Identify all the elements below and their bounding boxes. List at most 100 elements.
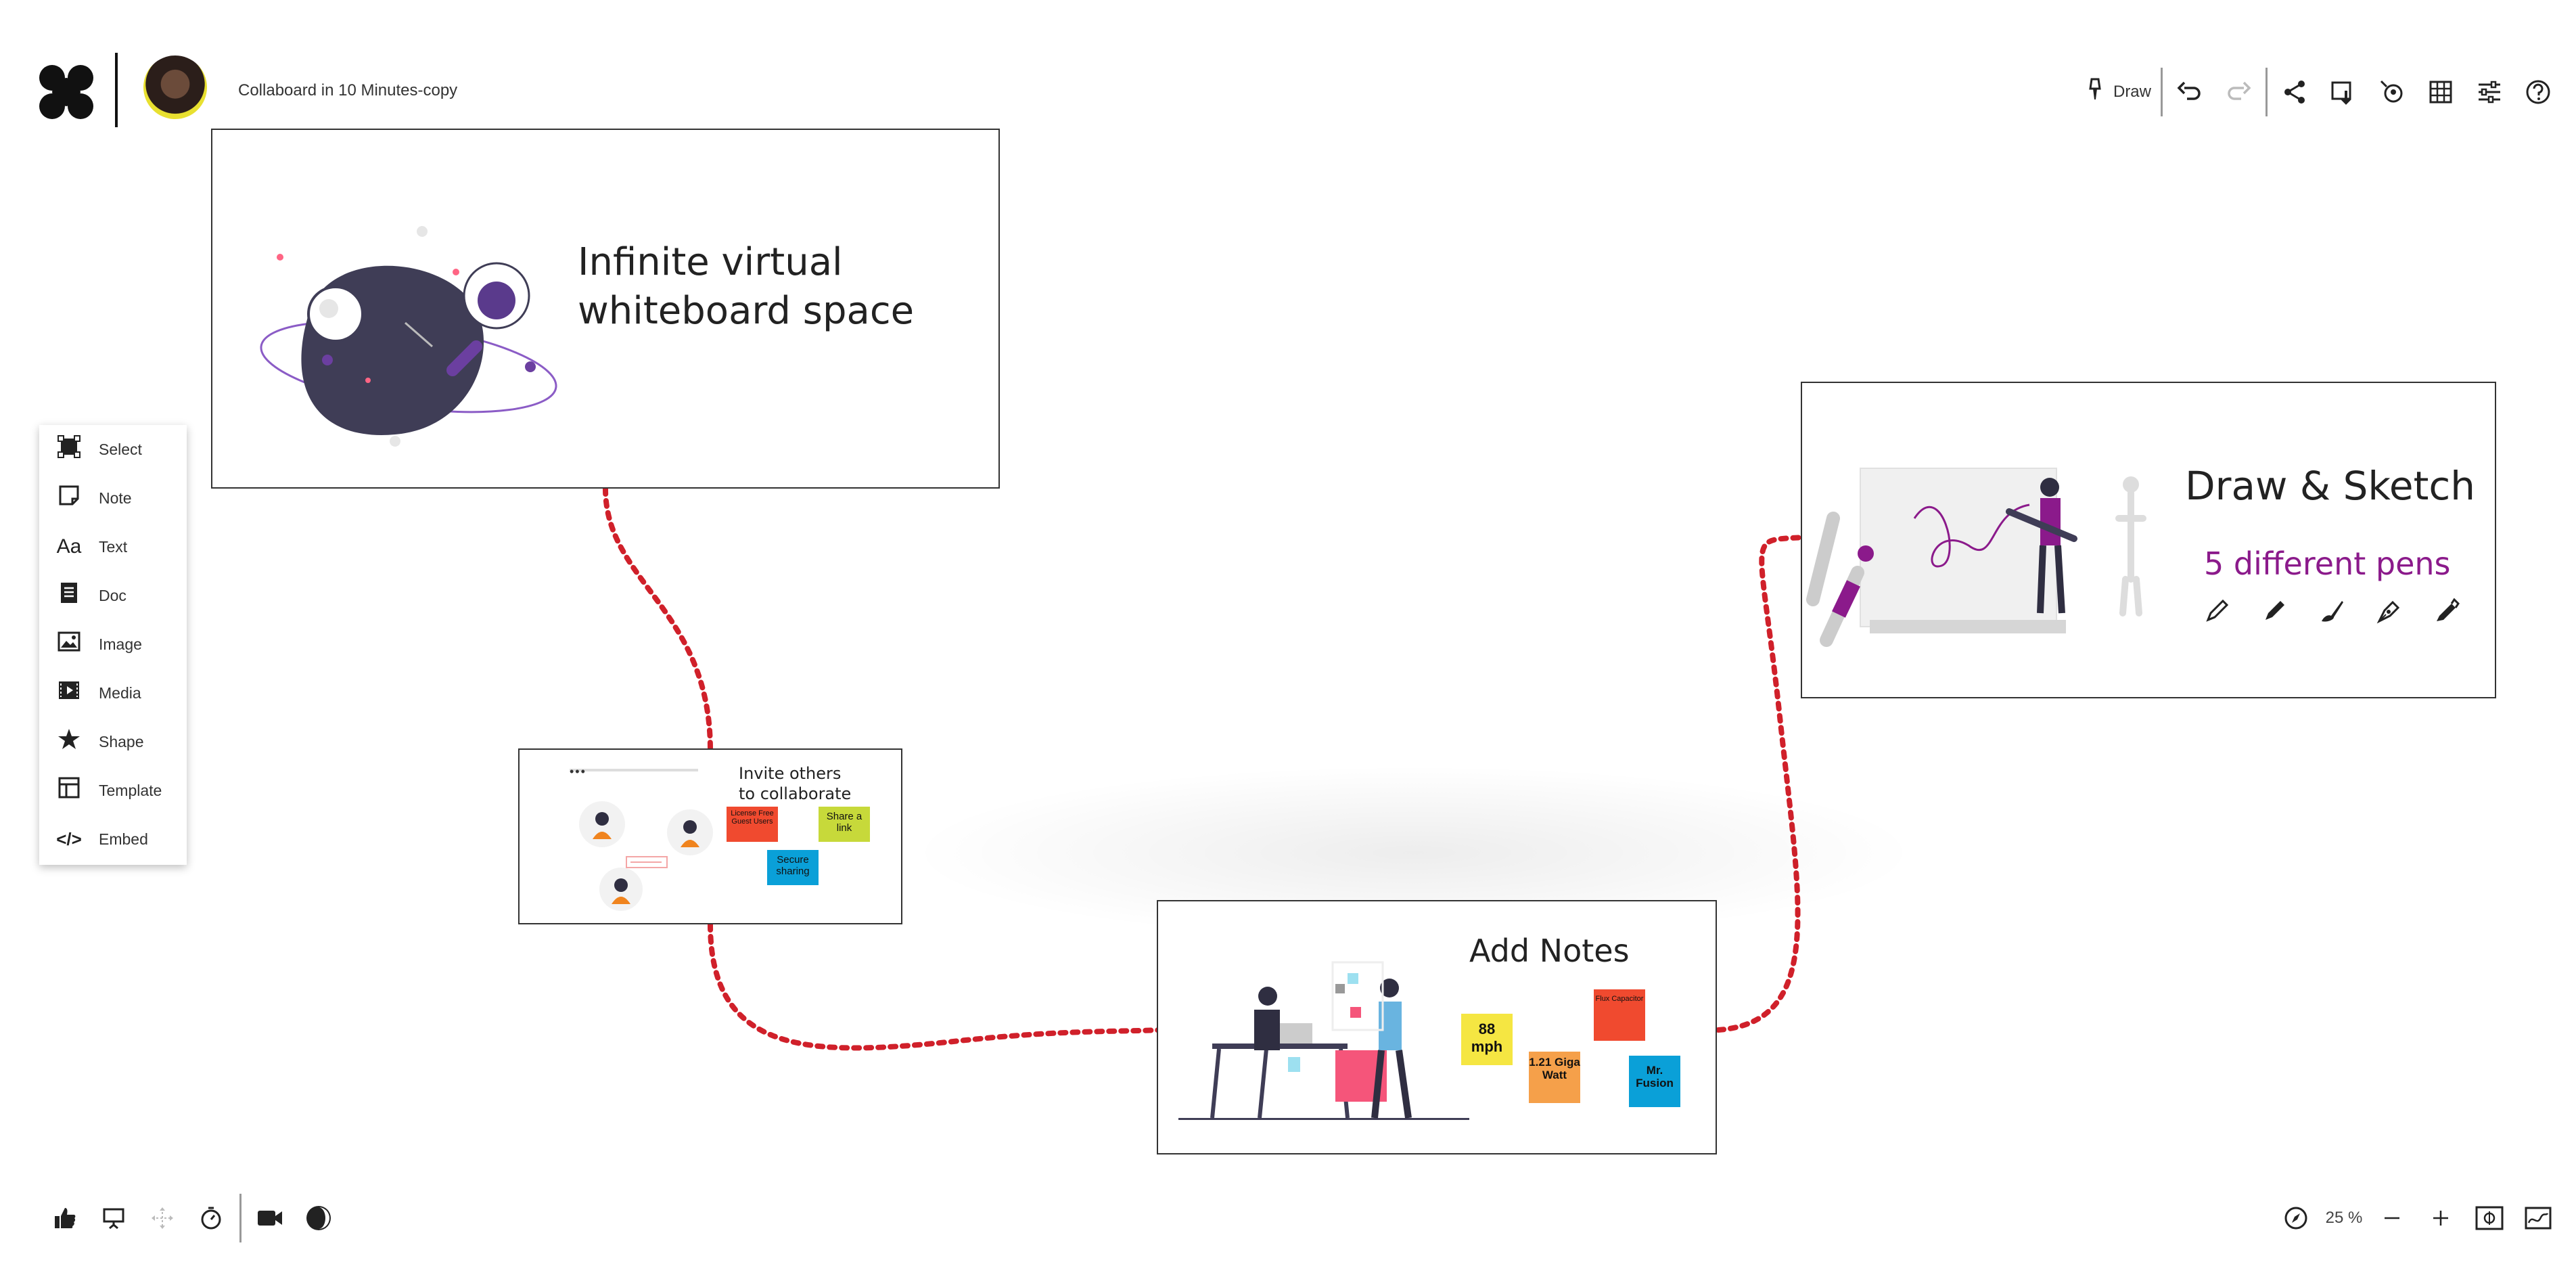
tool-label: Media [99, 683, 141, 702]
card-title: Invite others to collaborate [739, 763, 851, 804]
image-icon [39, 631, 99, 657]
tool-text[interactable]: Aa Text [39, 522, 187, 571]
card-infinite-space[interactable]: Infinite virtual whiteboard space [211, 129, 1000, 489]
undo-icon [2177, 81, 2201, 100]
tool-label: Image [99, 635, 142, 653]
timer-button[interactable] [187, 1196, 235, 1240]
tool-label: Text [99, 537, 128, 556]
tool-doc[interactable]: Doc [39, 571, 187, 620]
tool-label: Template [99, 781, 162, 799]
sticky-note-secure[interactable]: Secure sharing [767, 850, 819, 885]
template-icon [39, 777, 99, 804]
card-subtitle: 5 different pens [2204, 545, 2451, 582]
draw-label: Draw [2113, 83, 2151, 101]
tool-media[interactable]: Media [39, 669, 187, 717]
sticky-note-giga[interactable]: 1.21 Giga Watt [1529, 1052, 1580, 1103]
fountain-pen-icon [2376, 600, 2400, 624]
record-button[interactable] [2368, 70, 2416, 114]
share-icon [2284, 81, 2305, 104]
tool-shape[interactable]: Shape [39, 717, 187, 766]
sticky-note-share[interactable]: Share a link [819, 807, 870, 842]
pencil-icon [2206, 599, 2229, 622]
doc-icon [39, 581, 99, 610]
zoom-out-button[interactable] [2368, 1196, 2416, 1240]
share-button[interactable] [2270, 70, 2319, 114]
media-icon [39, 680, 99, 706]
fit-screen-button[interactable] [2465, 1196, 2514, 1240]
help-icon [2526, 80, 2550, 104]
sketch-illustration [1806, 468, 2146, 647]
card-title: Infinite virtual whiteboard space [578, 238, 914, 336]
card-invite[interactable]: ••• Invite others to collaborate License… [518, 748, 902, 924]
plus-icon [2433, 1211, 2448, 1226]
office-illustration [1178, 961, 1469, 1120]
title-line-1: Infinite virtual [578, 240, 843, 284]
record-icon [2380, 80, 2403, 103]
board-title[interactable]: Collaboard in 10 Minutes-copy [238, 81, 458, 99]
tool-select[interactable]: Select [39, 425, 187, 474]
map-icon [2525, 1207, 2552, 1230]
marker-icon [2266, 601, 2284, 620]
navigator-button[interactable] [2272, 1196, 2320, 1240]
bottom-right-toolbar: 25 % [2272, 1196, 2562, 1240]
move-button[interactable] [138, 1196, 187, 1240]
zoom-in-button[interactable] [2416, 1196, 2465, 1240]
vote-button[interactable] [41, 1196, 89, 1240]
tool-palette: Select Note Aa Text Doc Image Media Shap… [39, 425, 187, 865]
help-button[interactable] [2514, 70, 2562, 114]
presentation-button[interactable] [89, 1196, 138, 1240]
minus-icon [2385, 1217, 2399, 1219]
timer-icon [201, 1207, 221, 1230]
tool-label: Doc [99, 586, 127, 604]
collaborators-illustration [579, 801, 713, 911]
compass-icon [2284, 1207, 2307, 1230]
note-icon [39, 485, 99, 512]
avatar[interactable] [143, 55, 207, 119]
browser-bar [570, 769, 698, 771]
title-line-2: whiteboard space [578, 289, 915, 333]
card-draw-sketch[interactable]: Draw & Sketch 5 different pens [1801, 382, 2496, 698]
fit-screen-icon [2475, 1206, 2504, 1230]
video-button[interactable] [246, 1196, 294, 1240]
sticky-note-flux[interactable]: Flux Capacitor [1594, 989, 1645, 1041]
card-add-notes[interactable]: Add Notes 88 mph Flux Capacitor 1.21 Gig… [1157, 900, 1717, 1154]
tool-embed[interactable]: </> Embed [39, 815, 187, 863]
shape-icon [39, 727, 99, 756]
thumbs-up-icon [55, 1208, 76, 1228]
sticky-note-fusion[interactable]: Mr. Fusion [1629, 1056, 1680, 1107]
settings-icon [2479, 81, 2500, 104]
connector-3 [1716, 535, 1806, 1033]
sticky-note-license[interactable]: License Free Guest Users [727, 807, 778, 842]
settings-button[interactable] [2465, 70, 2514, 114]
select-icon [39, 435, 99, 464]
title-line-2: to collaborate [739, 784, 852, 803]
redo-button[interactable] [2214, 70, 2263, 114]
tool-image[interactable]: Image [39, 620, 187, 669]
top-toolbar: Draw [2073, 68, 2562, 116]
tool-template[interactable]: Template [39, 766, 187, 815]
header-divider [115, 53, 118, 127]
video-icon [258, 1211, 282, 1226]
minimap-button[interactable] [2514, 1196, 2562, 1240]
app-logo[interactable] [39, 65, 93, 119]
toolbar-divider [2266, 68, 2268, 116]
text-icon: Aa [56, 535, 82, 558]
grid-button[interactable] [2416, 70, 2465, 114]
sticky-note-mph[interactable]: 88 mph [1461, 1014, 1513, 1065]
theme-icon [306, 1206, 331, 1230]
undo-button[interactable] [2165, 70, 2214, 114]
export-button[interactable] [2319, 70, 2368, 114]
connector-2 [708, 922, 1164, 1051]
toolbar-divider [2161, 68, 2163, 116]
brush-icon [2322, 601, 2343, 622]
tool-label: Note [99, 489, 132, 507]
draw-button[interactable]: Draw [2073, 70, 2158, 114]
highlighter-icon [2437, 598, 2460, 621]
redo-icon [2228, 81, 2251, 100]
dots-icon: ••• [570, 765, 586, 778]
theme-button[interactable] [294, 1196, 343, 1240]
card-title: Draw & Sketch [2185, 463, 2475, 509]
embed-icon: </> [56, 828, 82, 849]
tool-note[interactable]: Note [39, 474, 187, 522]
